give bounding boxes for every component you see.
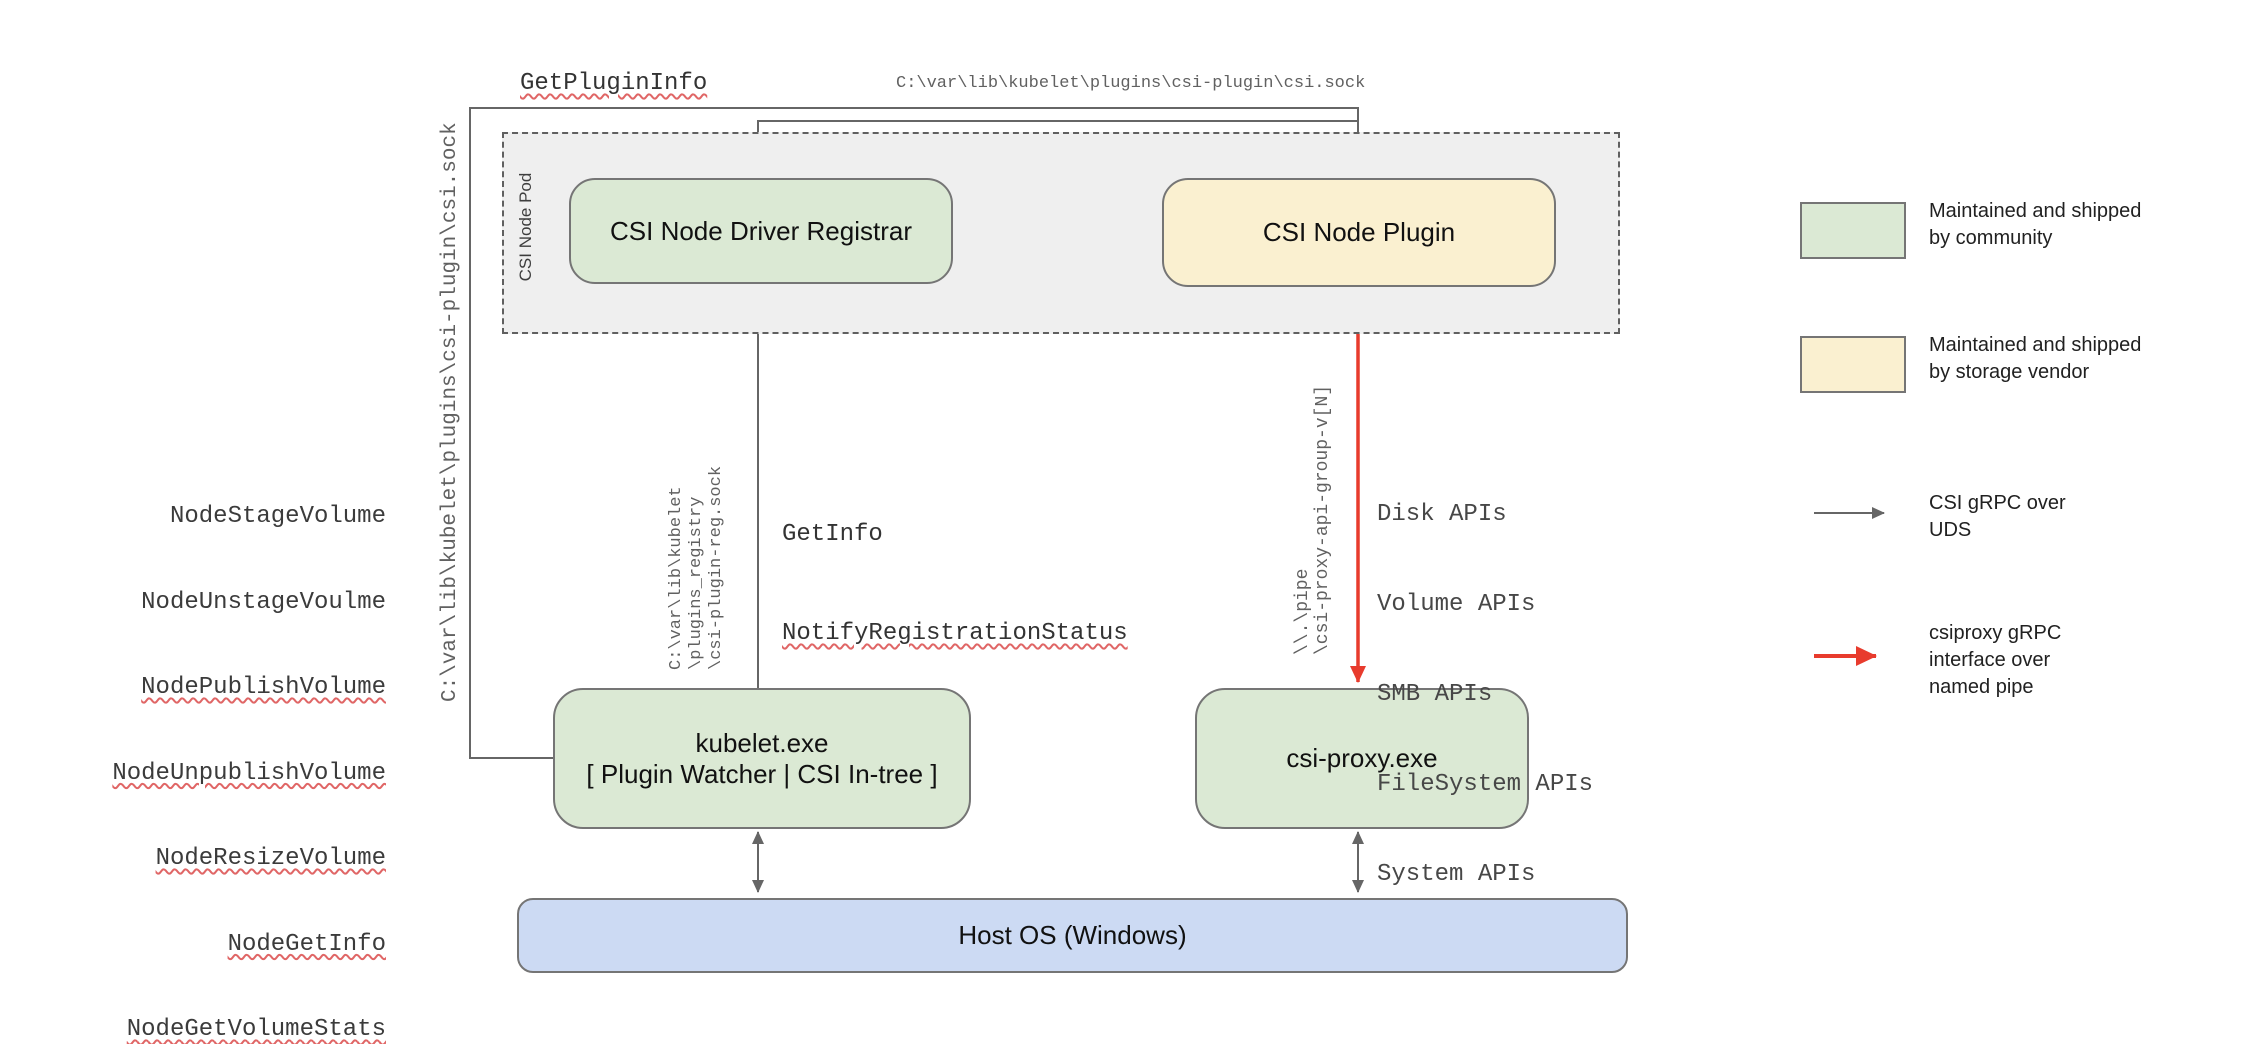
legend-community-swatch <box>1800 202 1906 259</box>
legend-vendor-swatch <box>1800 336 1906 393</box>
node-csi-node-driver-registrar: CSI Node Driver Registrar <box>569 178 953 284</box>
legend-uds-text: CSI gRPC over UDS <box>1929 490 2066 544</box>
label-proxy-apis: Disk APIs Volume APIs SMB APIs FileSyste… <box>1377 440 1593 950</box>
label-csi-sock-path-top: C:\var\lib\kubelet\plugins\csi-plugin\cs… <box>896 74 1366 93</box>
node-csi-node-plugin: CSI Node Plugin <box>1162 178 1556 287</box>
pipe-line1: \\.\pipe <box>1293 568 1313 655</box>
proxy-api: System APIs <box>1377 861 1536 888</box>
legend-community-line2: by community <box>1929 227 2053 249</box>
legend-namedpipe-text: csiproxy gRPC interface over named pipe <box>1929 620 2061 701</box>
proxy-api: Volume APIs <box>1377 591 1536 618</box>
node-call: NodeGetVolumeStats <box>126 1016 386 1043</box>
legend-community-line1: Maintained and shipped <box>1929 200 2142 222</box>
registrar-label: CSI Node Driver Registrar <box>610 215 912 246</box>
legend-namedpipe-line2: interface over <box>1929 649 2051 671</box>
legend-vendor-line1: Maintained and shipped <box>1929 334 2142 356</box>
proxy-api: FileSystem APIs <box>1377 771 1594 798</box>
csi-node-pod-label: CSI Node Pod <box>516 172 535 282</box>
host-os-label: Host OS (Windows) <box>958 920 1187 950</box>
notifyregistrationstatus-label: NotifyRegistrationStatus <box>782 620 1128 647</box>
node-call: NodeUnpublishVolume <box>112 759 386 787</box>
legend-uds-line1: CSI gRPC over <box>1929 492 2066 514</box>
legend-vendor-line2: by storage vendor <box>1929 361 2090 383</box>
proxy-api: SMB APIs <box>1377 681 1493 708</box>
node-kubelet: kubelet.exe [ Plugin Watcher | CSI In-tr… <box>553 688 971 829</box>
legend-namedpipe-line1: csiproxy gRPC <box>1929 622 2062 644</box>
label-getplugininfo: GetPluginInfo <box>520 70 708 97</box>
proxy-api: Disk APIs <box>1377 501 1507 528</box>
registry-sock-line1: C:\var\lib\kubelet <box>667 486 686 670</box>
node-call: NodeStageVolume <box>169 503 386 530</box>
registry-sock-line2: \plugins_registry <box>687 496 706 670</box>
legend-namedpipe-line3: named pipe <box>1929 676 2034 698</box>
kubelet-label-line1: kubelet.exe <box>695 727 829 758</box>
plugin-label: CSI Node Plugin <box>1262 217 1456 247</box>
legend-community-text: Maintained and shipped by community <box>1929 198 2141 252</box>
label-node-calls: NodeStageVolume NodeUnstageVoulme NodePu… <box>96 446 386 1044</box>
legend-uds-line2: UDS <box>1929 519 1972 541</box>
csi-proxy-label: csi-proxy.exe <box>1286 743 1438 773</box>
node-call: NodePublishVolume <box>141 674 386 701</box>
label-csi-sock-path-left: C:\var\lib\kubelet\plugins\csi-plugin\cs… <box>439 122 462 702</box>
legend-vendor-text: Maintained and shipped by storage vendor <box>1929 332 2141 386</box>
node-csi-proxy: csi-proxy.exe <box>1195 688 1529 829</box>
kubelet-label-line2: [ Plugin Watcher | CSI In-tree ] <box>586 758 938 789</box>
node-call: NodeGetInfo <box>227 930 386 958</box>
getinfo-label: GetInfo <box>782 521 883 548</box>
label-named-pipe-path: \\.\pipe \csi-proxy-api-group-v[N] <box>1293 385 1333 655</box>
node-call: NodeResizeVolume <box>155 845 386 872</box>
label-registrar-calls: GetInfo NotifyRegistrationStatus <box>782 452 1128 716</box>
label-registry-sock-path: C:\var\lib\kubelet \plugins_registry \cs… <box>667 460 727 670</box>
node-call: NodeUnstageVoulme <box>141 588 386 616</box>
node-host-os: Host OS (Windows) <box>517 898 1628 973</box>
registry-sock-line3: \csi-plugin-reg.sock <box>707 465 726 670</box>
pipe-line2: \csi-proxy-api-group-v[N] <box>1313 384 1333 655</box>
